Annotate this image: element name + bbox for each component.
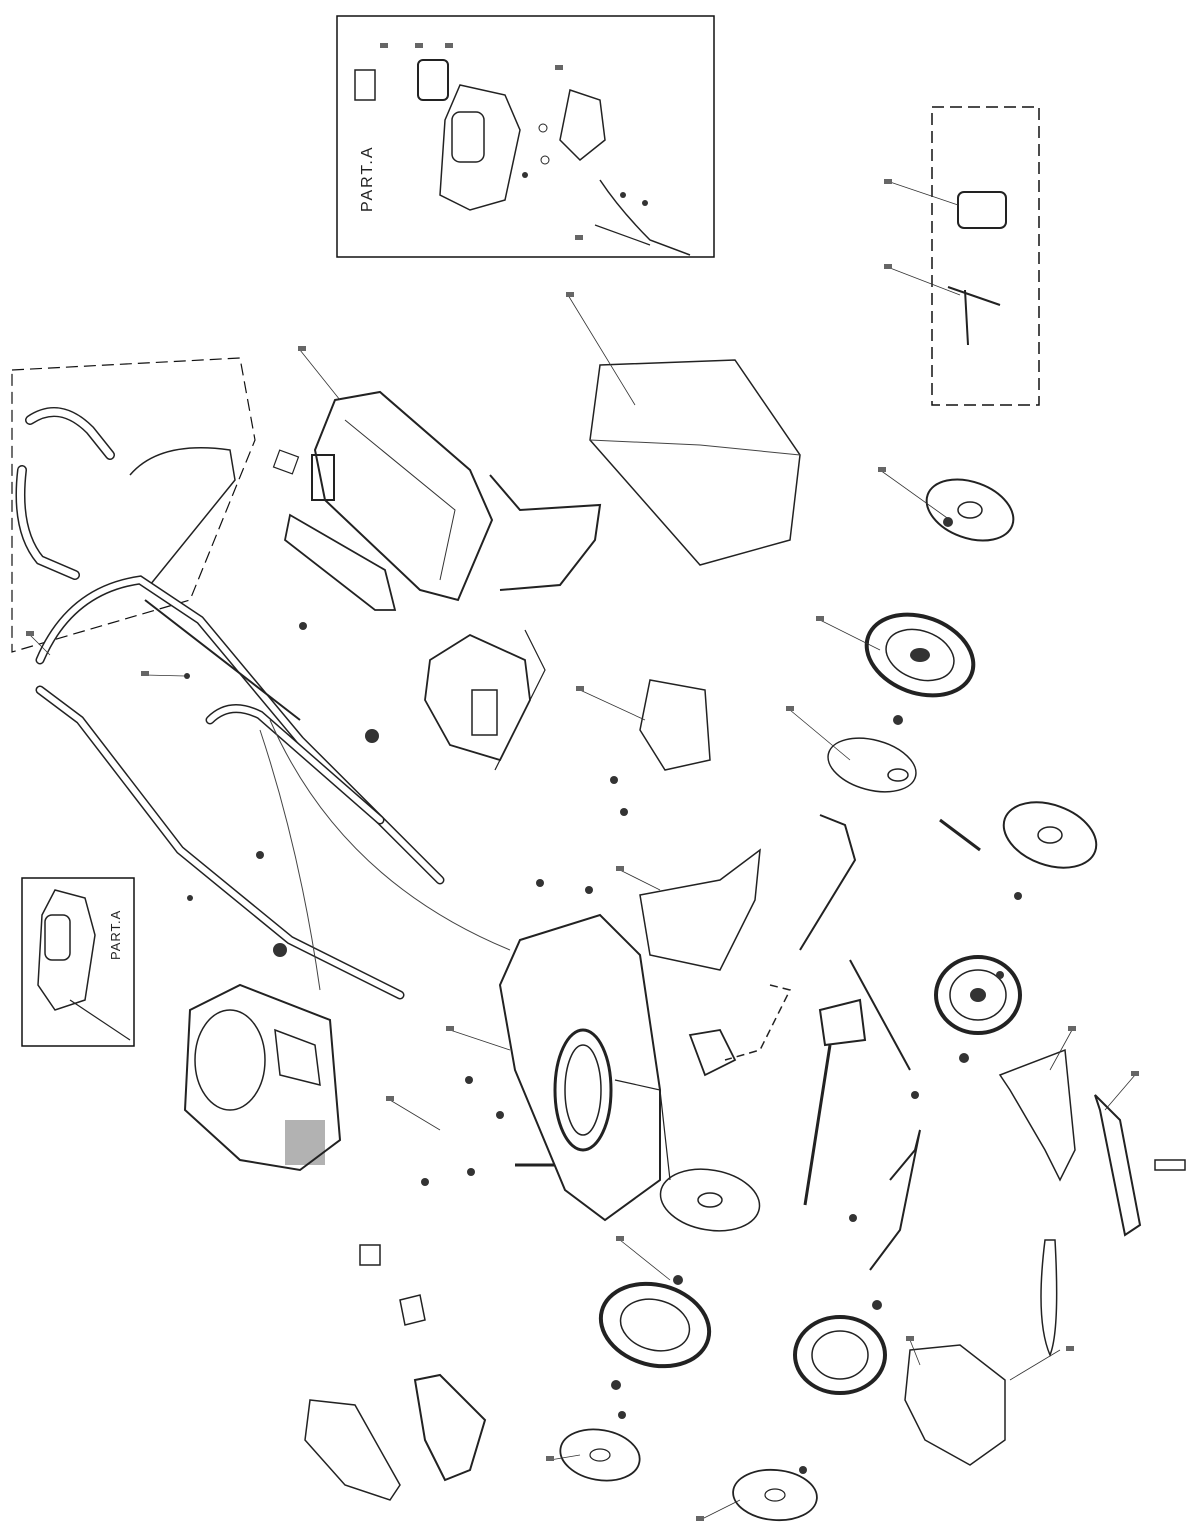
discharge-chute-lower bbox=[639, 848, 761, 971]
callout-tags bbox=[26, 43, 1139, 1521]
part-a-top-label: PART.A bbox=[359, 145, 376, 212]
hubcap-right-mid bbox=[1002, 801, 1098, 869]
battery-inset bbox=[889, 106, 1040, 406]
mulch-plug bbox=[413, 1373, 487, 1482]
hubcap-bottom-right bbox=[732, 1468, 818, 1522]
key-icon bbox=[947, 286, 1001, 346]
control-box bbox=[272, 390, 494, 611]
blade bbox=[1094, 1094, 1142, 1237]
hubcap-center bbox=[659, 1168, 761, 1232]
drive-belt bbox=[1040, 1239, 1058, 1357]
rear-flap bbox=[904, 1344, 1006, 1466]
part-a-top-inset: PART.A bbox=[336, 15, 715, 258]
upper-handle-group bbox=[11, 357, 256, 653]
bail-bar bbox=[489, 474, 602, 591]
wheel-front-right bbox=[793, 1315, 887, 1395]
wheel-right-upper bbox=[864, 612, 976, 698]
mower-deck bbox=[498, 913, 671, 1222]
hubcap-bottom-left bbox=[559, 1428, 641, 1482]
battery-icon bbox=[957, 191, 1007, 229]
wheel-rear-right bbox=[925, 478, 1015, 542]
rear-cover bbox=[424, 629, 546, 771]
hubcap-disc bbox=[827, 737, 917, 793]
belt-cover bbox=[998, 1048, 1076, 1182]
grass-bag bbox=[567, 294, 801, 566]
hardware-nuts bbox=[184, 517, 1022, 1474]
discharge-chute-top bbox=[639, 679, 711, 771]
part-a-left-inset: PART.A bbox=[21, 877, 135, 1047]
leader-lines bbox=[29, 349, 1136, 1521]
handle-frame bbox=[35, 575, 511, 1000]
part-a-left-label: PART.A bbox=[108, 910, 123, 960]
engine bbox=[183, 983, 342, 1172]
side-flap bbox=[304, 1399, 401, 1501]
drive-assembly bbox=[688, 814, 981, 1271]
blade-bolt-icon bbox=[1154, 1159, 1186, 1171]
wheel-front-left bbox=[598, 1281, 712, 1369]
wheel-right-lower bbox=[934, 955, 1022, 1035]
